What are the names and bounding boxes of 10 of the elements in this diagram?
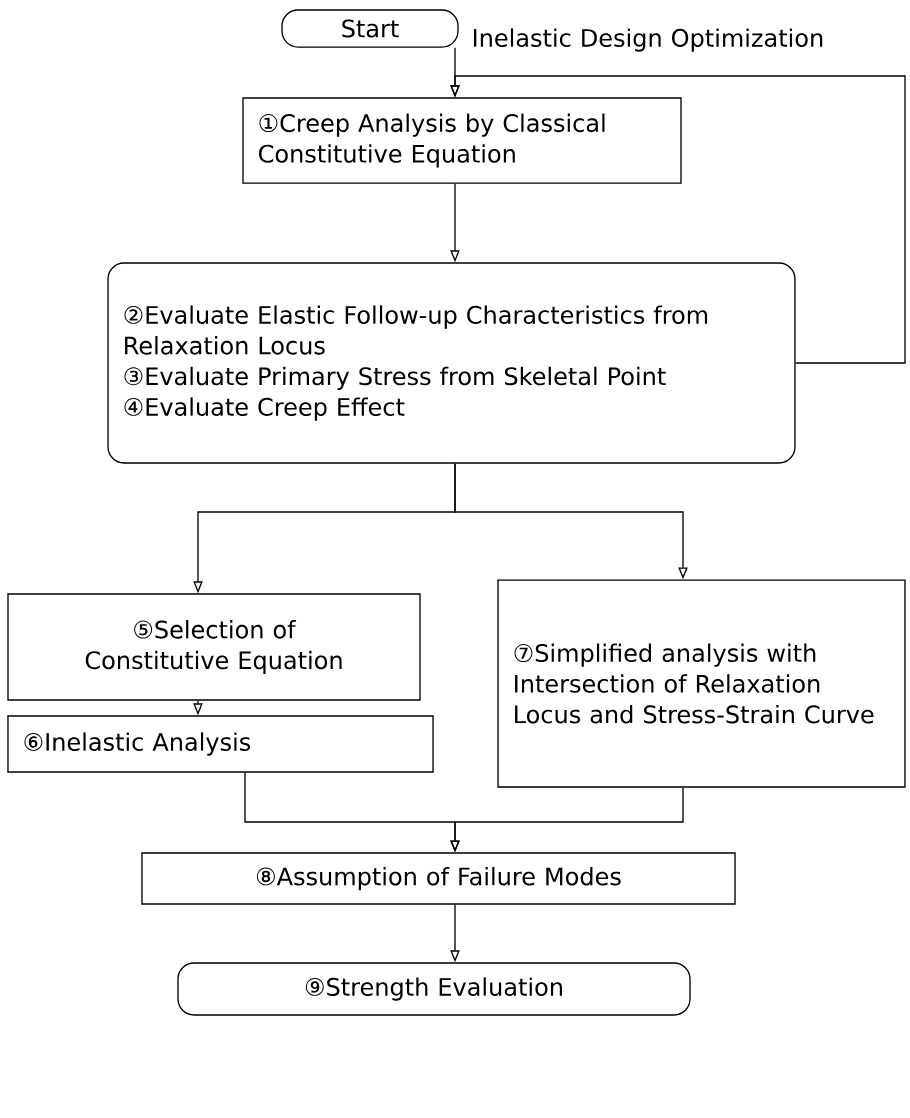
process-box: ①Creep Analysis by Classical Constitutive Equation xyxy=(242,97,682,184)
process-box: ②Evaluate Elastic Follow-up Characteristics from Relaxation Locus ③Evaluate Primary Stress from Skeletal Point ④Evaluate Creep Effect xyxy=(107,262,796,464)
process-box: ⑧Assumption of Failure Modes xyxy=(141,852,736,905)
process-box: ⑤Selection of Constitutive Equation xyxy=(7,593,421,701)
edge-label: Inelastic Design Optimization xyxy=(473,28,823,52)
arrow xyxy=(450,75,906,364)
end-box: ⑨Strength Evaluation xyxy=(177,962,691,1016)
process-box: ⑥Inelastic Analysis xyxy=(7,715,434,773)
start-box: Start xyxy=(281,9,459,48)
process-box: ⑦Simplified analysis with Intersection of Relaxation Locus and Stress-Strain Curve xyxy=(497,579,906,788)
